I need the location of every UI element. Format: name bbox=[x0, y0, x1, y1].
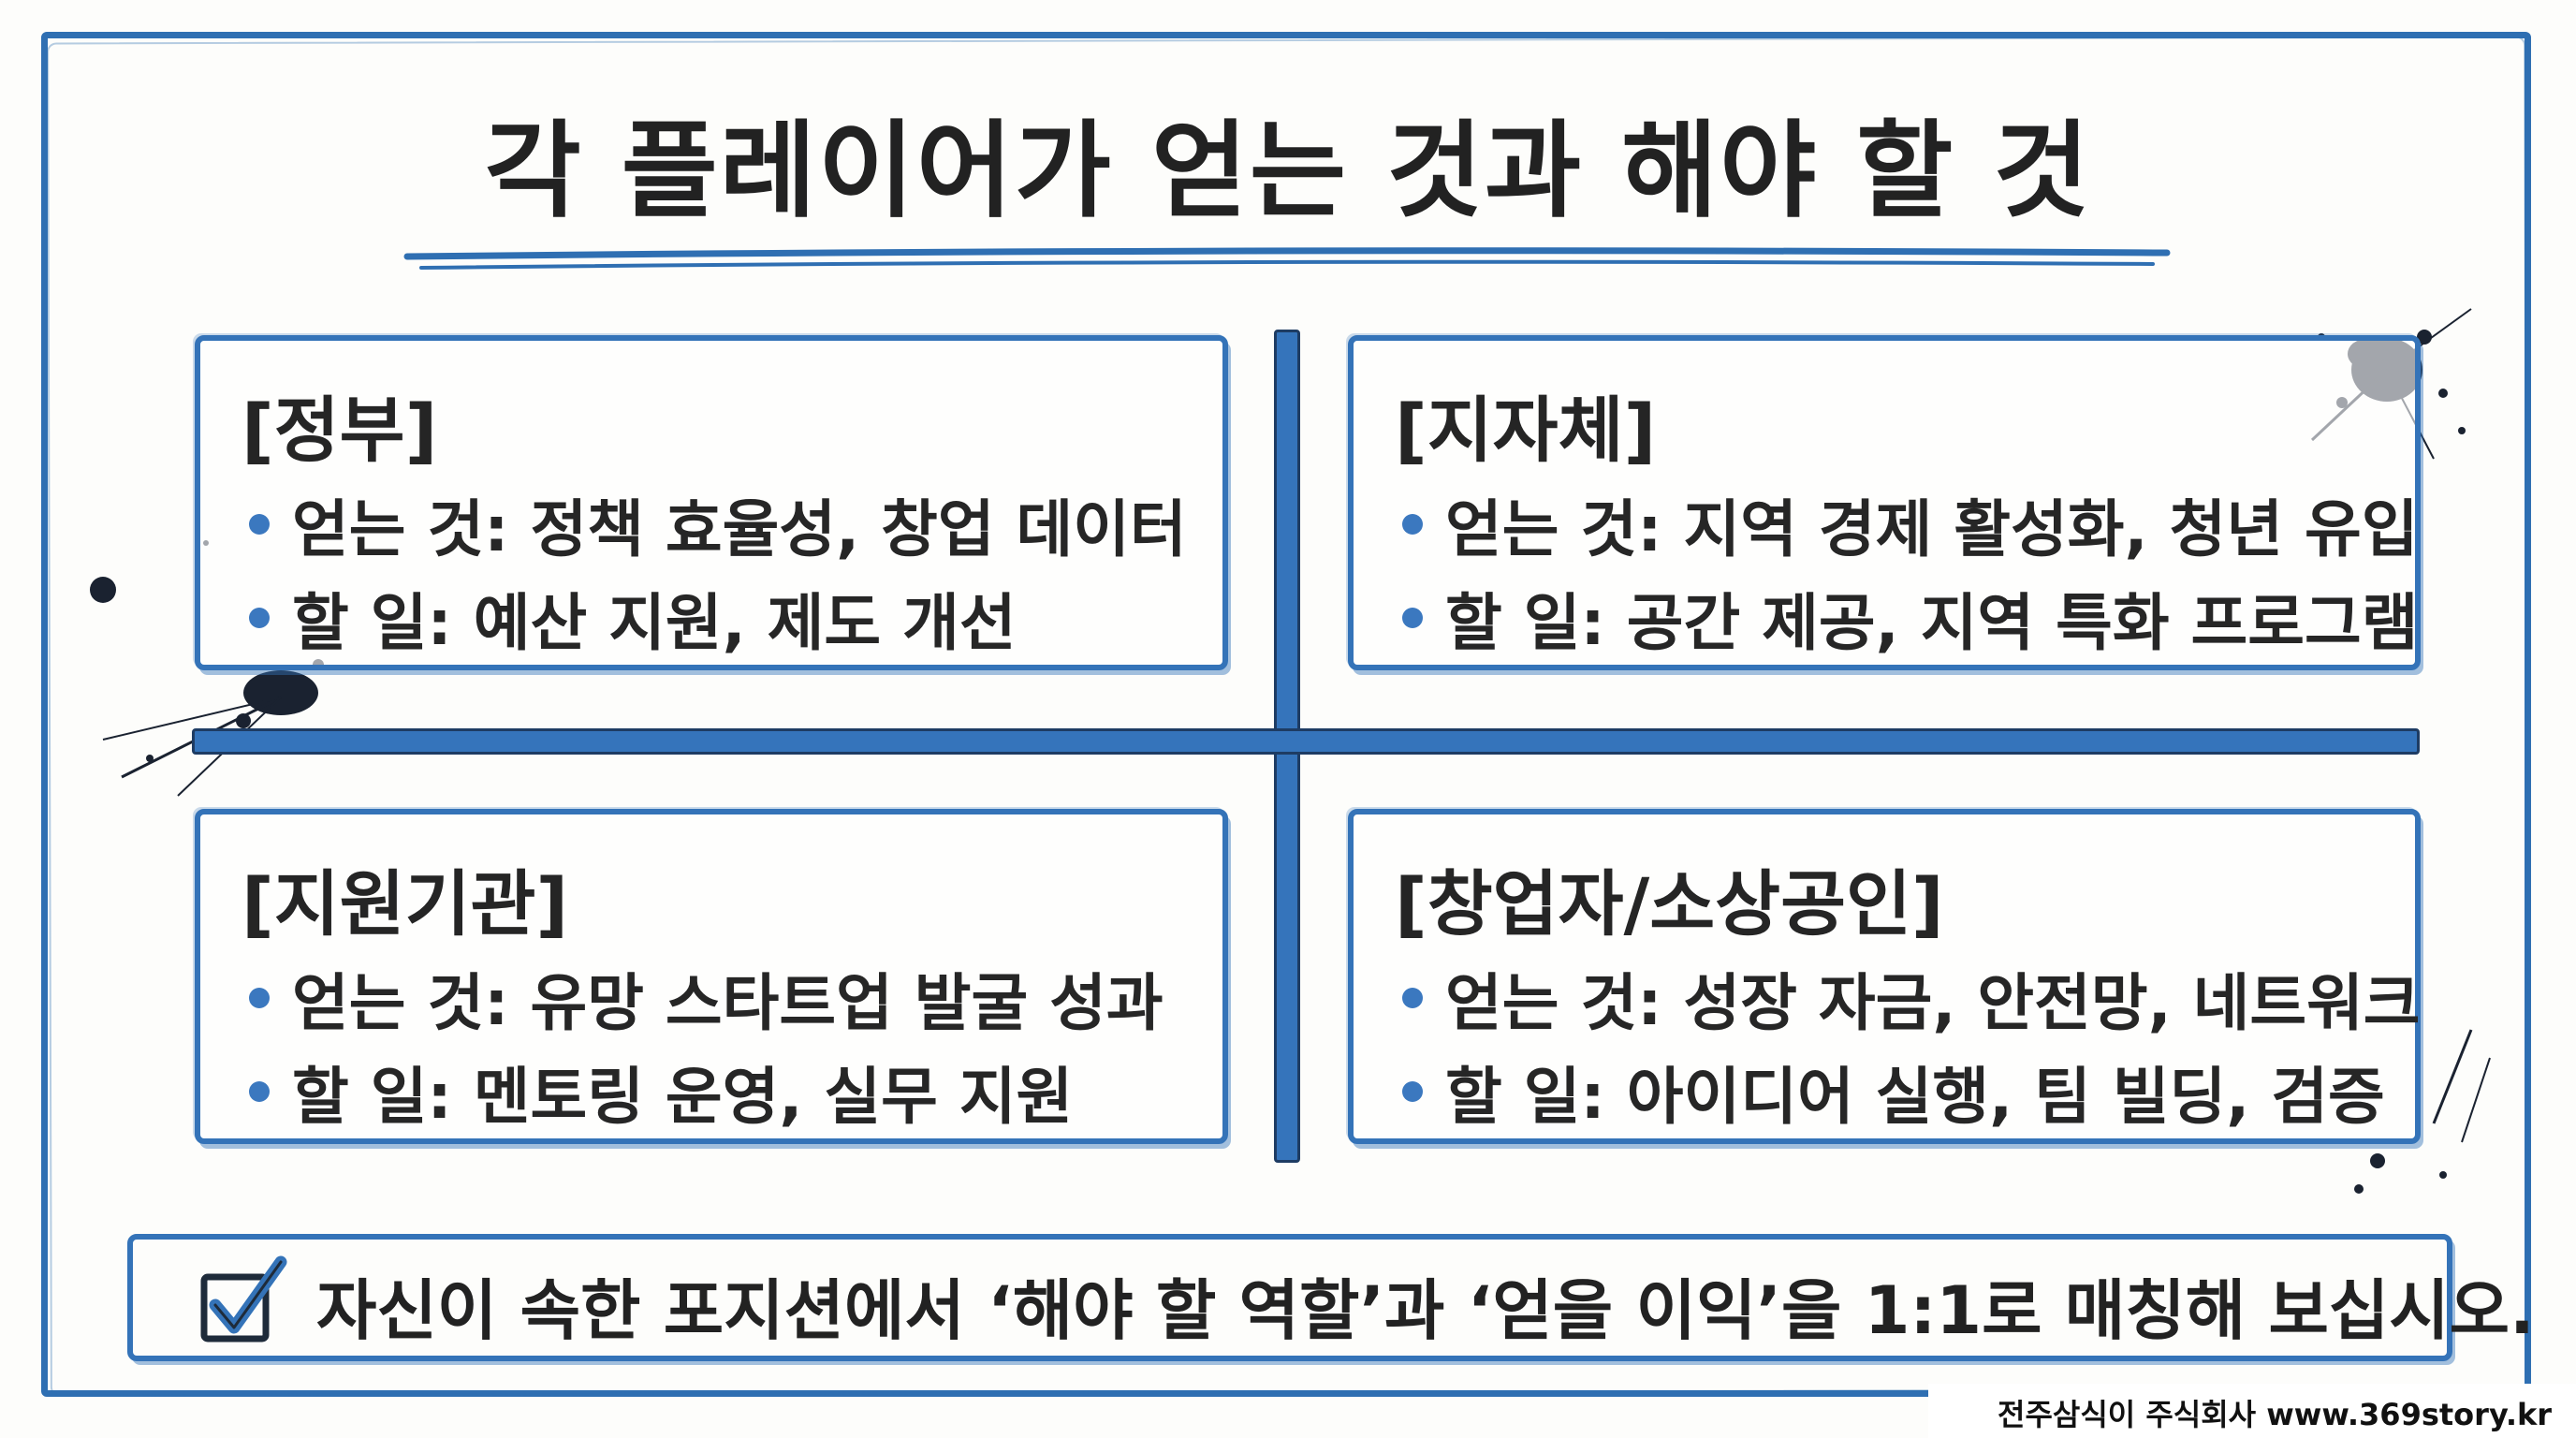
quadrant-heading: [지원기관] bbox=[242, 862, 569, 946]
item-text: 할 일: 예산 지원, 제도 개선 bbox=[292, 587, 1017, 659]
outer-frame bbox=[41, 32, 2531, 1397]
footer-background bbox=[1928, 1384, 2576, 1438]
quadrant-support-agency: [지원기관] 얻는 것: 유망 스타트업 발굴 성과 할 일: 멘토링 운영, … bbox=[195, 809, 1228, 1144]
quadrant-item-todo: 할 일: 예산 지원, 제도 개선 bbox=[249, 573, 1017, 663]
bullet-dot-icon bbox=[249, 988, 270, 1008]
title-underline bbox=[403, 247, 2171, 270]
item-text: 할 일: 공간 제공, 지역 특화 프로그램 bbox=[1445, 587, 2419, 659]
bullet-dot-icon bbox=[249, 514, 270, 535]
bullet-dot-icon bbox=[1402, 608, 1423, 628]
quadrant-item-todo: 할 일: 아이디어 실행, 팀 빌딩, 검증 bbox=[1402, 1047, 2385, 1137]
bullet-dot-icon bbox=[1402, 988, 1423, 1008]
bullet-dot-icon bbox=[1402, 1081, 1423, 1102]
quadrant-item-todo: 할 일: 멘토링 운영, 실무 지원 bbox=[249, 1047, 1073, 1137]
quadrant-heading: [지자체] bbox=[1395, 389, 1657, 472]
quadrant-local-government: [지자체] 얻는 것: 지역 경제 활성화, 청년 유입 할 일: 공간 제공,… bbox=[1348, 335, 2421, 670]
quadrant-item-gain: 얻는 것: 성장 자금, 안전망, 네트워크 bbox=[1402, 953, 2421, 1043]
summary-text: 자신이 속한 포지션에서 ‘해야 할 역할’과 ‘얻을 이익’을 1:1로 매칭… bbox=[316, 1272, 2535, 1349]
quadrant-heading: [창업자/소상공인] bbox=[1395, 862, 1944, 946]
bullet-dot-icon bbox=[249, 608, 270, 628]
quadrant-item-gain: 얻는 것: 정책 효율성, 창업 데이터 bbox=[249, 479, 1187, 569]
quadrant-founders: [창업자/소상공인] 얻는 것: 성장 자금, 안전망, 네트워크 할 일: 아… bbox=[1348, 809, 2421, 1144]
item-text: 할 일: 아이디어 실행, 팀 빌딩, 검증 bbox=[1445, 1061, 2385, 1133]
quadrant-item-todo: 할 일: 공간 제공, 지역 특화 프로그램 bbox=[1402, 573, 2418, 663]
quadrant-item-gain: 얻는 것: 유망 스타트업 발굴 성과 bbox=[249, 953, 1164, 1043]
bullet-dot-icon bbox=[249, 1081, 270, 1102]
item-text: 할 일: 멘토링 운영, 실무 지원 bbox=[292, 1061, 1074, 1133]
item-text: 얻는 것: 유망 스타트업 발굴 성과 bbox=[292, 967, 1164, 1039]
quadrant-government: [정부] 얻는 것: 정책 효율성, 창업 데이터 할 일: 예산 지원, 제도… bbox=[195, 335, 1228, 670]
page-title: 각 플레이어가 얻는 것과 해야 할 것 bbox=[484, 110, 2092, 232]
horizontal-divider bbox=[192, 728, 2420, 755]
checkbox-check-icon bbox=[200, 1255, 287, 1343]
quadrant-heading: [정부] bbox=[242, 389, 438, 472]
bullet-dot-icon bbox=[1402, 514, 1423, 535]
item-text: 얻는 것: 지역 경제 활성화, 청년 유입 bbox=[1445, 493, 2419, 565]
item-text: 얻는 것: 성장 자금, 안전망, 네트워크 bbox=[1445, 967, 2421, 1039]
summary-box: 자신이 속한 포지션에서 ‘해야 할 역할’과 ‘얻을 이익’을 1:1로 매칭… bbox=[127, 1234, 2535, 1361]
ink-splatter-bottom-right bbox=[2354, 1029, 2491, 1194]
quadrant-item-gain: 얻는 것: 지역 경제 활성화, 청년 유입 bbox=[1402, 479, 2418, 569]
footer-credit: 전주삼식이 주식회사 www.369story.kr bbox=[1998, 1397, 2553, 1432]
item-text: 얻는 것: 정책 효율성, 창업 데이터 bbox=[292, 493, 1187, 565]
